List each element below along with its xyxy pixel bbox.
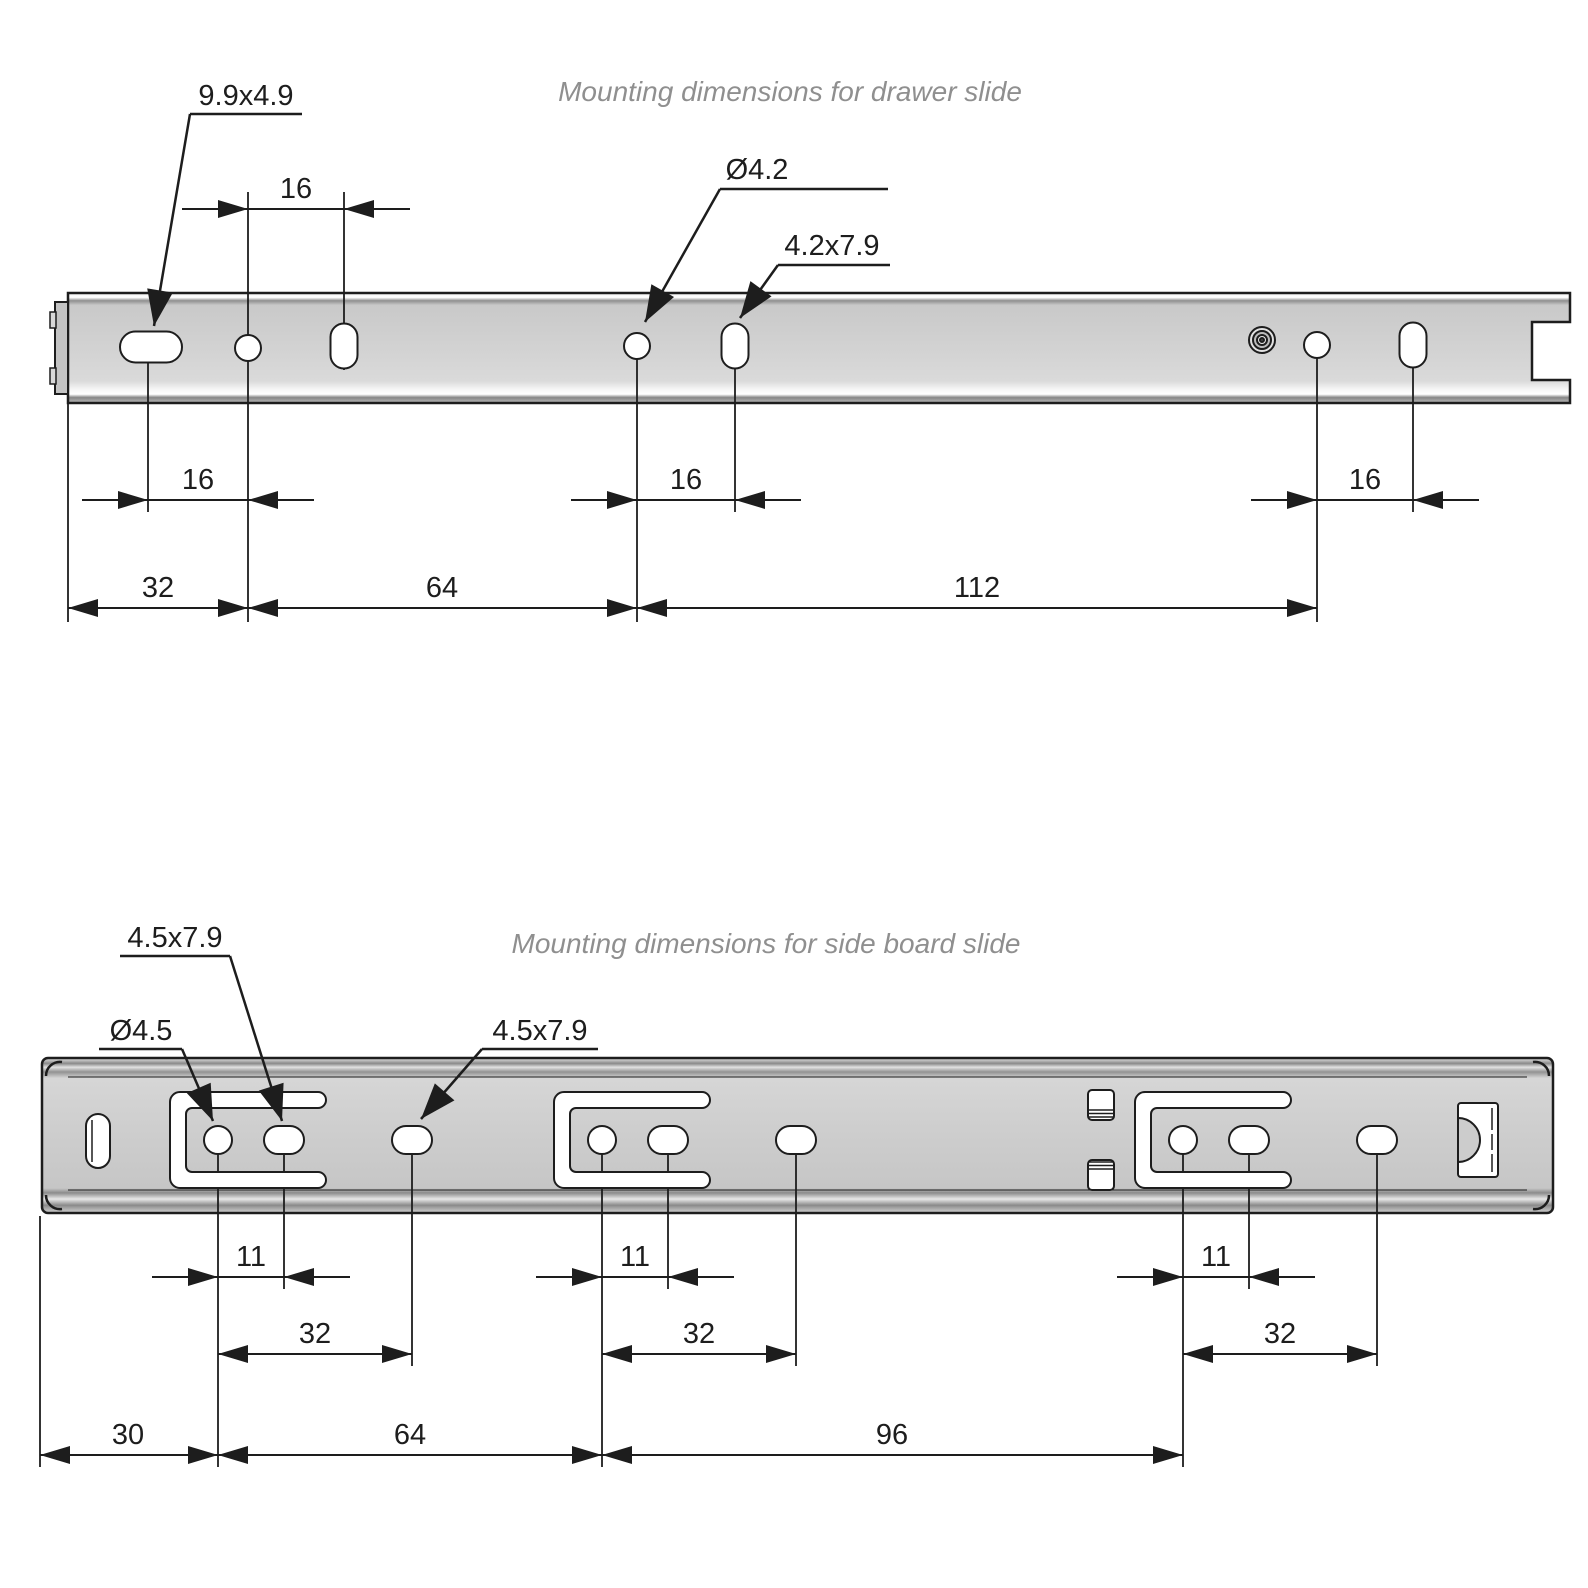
arrowhead-icon <box>1153 1446 1183 1464</box>
arrowhead-icon <box>602 1446 632 1464</box>
dim-label: 11 <box>620 1241 650 1273</box>
dim-label: 32 <box>683 1318 715 1350</box>
hole-4.2 <box>1303 331 1331 359</box>
arrowhead-icon <box>1183 1345 1213 1363</box>
dim-label: 16 <box>280 173 312 205</box>
dim-label: 96 <box>876 1419 908 1451</box>
slot-4.2x7.9 <box>329 322 359 370</box>
arrowhead-icon <box>607 491 637 509</box>
hole-4.5 <box>1168 1125 1198 1155</box>
callout-arrow-icon <box>421 1083 455 1119</box>
rail-end-tab <box>49 311 57 329</box>
dim-label: 64 <box>394 1419 426 1451</box>
arrowhead-icon <box>218 200 248 218</box>
arrowhead-icon <box>40 1446 70 1464</box>
arrowhead-icon <box>1413 491 1443 509</box>
figure-title: Mounting dimensions for side board slide <box>512 928 1021 959</box>
dim-label: 32 <box>299 1318 331 1350</box>
latch-bump <box>1457 1116 1481 1164</box>
rolled-lip-icon <box>44 1060 63 1077</box>
callout-arrow-icon <box>645 284 675 322</box>
arrowhead-icon <box>218 1446 248 1464</box>
slot-4.5x7.9 <box>1356 1125 1398 1155</box>
dim-label: 11 <box>1201 1241 1231 1273</box>
arrowhead-icon <box>1249 1268 1279 1286</box>
drawer-slide-rail <box>66 291 1572 405</box>
dim-label: 16 <box>182 464 214 496</box>
arrowhead-icon <box>607 599 637 617</box>
dim-label: 30 <box>112 1419 144 1451</box>
arrowhead-icon <box>188 1446 218 1464</box>
slot-4.5x7.9 <box>647 1125 689 1155</box>
slot-4.2x7.9 <box>720 322 750 370</box>
rail-end-tab <box>49 367 57 385</box>
rolled-lip-icon <box>1532 1060 1551 1077</box>
hole-4.5 <box>587 1125 617 1155</box>
arrowhead-icon <box>248 599 278 617</box>
arrowhead-icon <box>602 1345 632 1363</box>
arrowhead-icon <box>344 200 374 218</box>
dim-label: 16 <box>670 464 702 496</box>
hole-4.2 <box>623 332 651 360</box>
slot-4.5x7.9 <box>263 1125 305 1155</box>
callout-label: 4.5x7.9 <box>127 922 222 954</box>
arrowhead-icon <box>188 1268 218 1286</box>
arrowhead-icon <box>284 1268 314 1286</box>
arrowhead-icon <box>1153 1268 1183 1286</box>
arrowhead-icon <box>572 1446 602 1464</box>
arrowhead-icon <box>1347 1345 1377 1363</box>
dim-label: 64 <box>426 572 458 604</box>
rolled-lip-icon <box>44 1194 63 1211</box>
arrowhead-icon <box>668 1268 698 1286</box>
callout-arrow-icon <box>186 1082 213 1121</box>
vertical-slot <box>85 1113 111 1169</box>
callout-label: Ø4.2 <box>726 154 789 186</box>
slot-4.2x7.9 <box>1398 321 1428 369</box>
spring-tab <box>1087 1159 1115 1191</box>
arrowhead-icon <box>382 1345 412 1363</box>
arrowhead-icon <box>735 491 765 509</box>
callout-arrow-icon <box>740 281 772 318</box>
arrowhead-icon <box>1287 491 1317 509</box>
dim-label: 16 <box>1349 464 1381 496</box>
spring-tab <box>1087 1089 1115 1121</box>
rolled-lip-icon <box>1532 1194 1551 1211</box>
dim-label: 11 <box>236 1241 266 1273</box>
callout-arrow-icon <box>147 288 173 326</box>
arrowhead-icon <box>1287 599 1317 617</box>
callout-label: 4.5x7.9 <box>492 1015 587 1047</box>
callout-label: 9.9x4.9 <box>198 80 293 112</box>
dim-label: 32 <box>142 572 174 604</box>
arrowhead-icon <box>218 1345 248 1363</box>
callout-arrow-icon <box>258 1082 284 1121</box>
hole-4.5 <box>203 1125 233 1155</box>
arrowhead-icon <box>248 491 278 509</box>
c-slot-cutout <box>169 1091 327 1189</box>
callout-label: Ø4.5 <box>110 1015 173 1047</box>
slot-4.5x7.9 <box>775 1125 817 1155</box>
slot-4.5x7.9 <box>1228 1125 1270 1155</box>
slot-4.5x7.9 <box>391 1125 433 1155</box>
c-slot-cutout <box>553 1091 711 1189</box>
arrowhead-icon <box>68 599 98 617</box>
hole-4.2 <box>234 334 262 362</box>
c-slot-cutout <box>1134 1091 1292 1189</box>
callout-label: 4.2x7.9 <box>784 230 879 262</box>
arrowhead-icon <box>218 599 248 617</box>
dim-label: 32 <box>1264 1318 1296 1350</box>
rail-end-cap <box>54 301 69 395</box>
arrowhead-icon <box>766 1345 796 1363</box>
slot-9.9x4.9 <box>119 330 183 364</box>
rivet-icon <box>1259 337 1265 343</box>
arrowhead-icon <box>572 1268 602 1286</box>
arrowhead-icon <box>118 491 148 509</box>
dim-label: 112 <box>954 572 1000 604</box>
arrowhead-icon <box>637 599 667 617</box>
figure-title: Mounting dimensions for drawer slide <box>558 76 1022 107</box>
